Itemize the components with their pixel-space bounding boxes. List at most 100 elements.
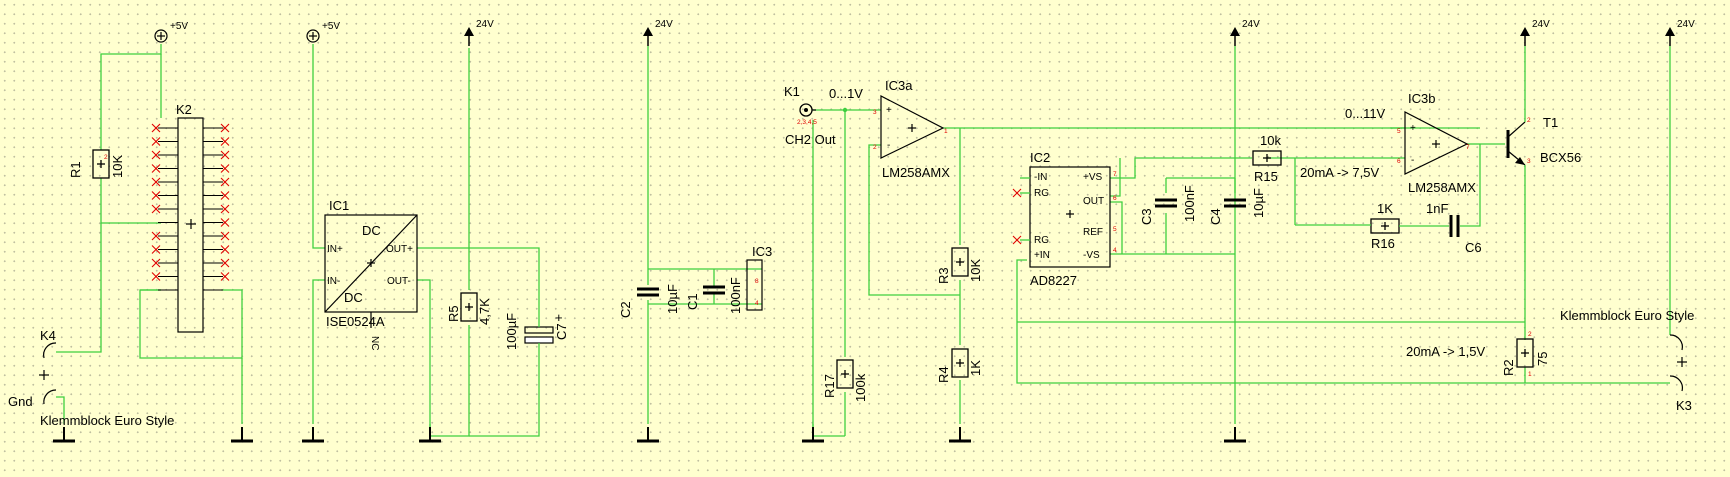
c6-name: C6 [1465, 240, 1482, 255]
ic1-pin-out-minus: OUT- [387, 276, 411, 287]
range-out-label: 0...11V [1345, 106, 1386, 121]
k3-type-label: Klemmblock Euro Style [1560, 308, 1694, 323]
ic1-pin-out-plus: OUT+ [386, 244, 413, 255]
c1-name: C1 [685, 293, 700, 310]
ic1-part: ISE0524A [326, 314, 385, 329]
plus5v-label-1: +5V [170, 21, 188, 32]
r3-value: 10K [968, 259, 983, 282]
r17-name: R17 [822, 374, 837, 398]
svg-text:7: 7 [1113, 171, 1117, 178]
k2-nc-cross [220, 137, 230, 146]
svg-text:6: 6 [1397, 158, 1401, 165]
r1-value: 10K [110, 155, 125, 178]
resistor-r16: 1K R16 [1370, 201, 1400, 251]
resistor-r3: R3 10K [936, 247, 983, 284]
svg-text:8: 8 [755, 278, 759, 285]
k2-nc-cross [151, 231, 161, 241]
current-lo-label: 20mA -> 1,5V [1406, 344, 1485, 359]
ground-ic1 [300, 425, 326, 443]
capacitor-c6: 1nF C6 [1426, 201, 1482, 255]
k2-nc-cross [220, 258, 230, 268]
ic3a-part: LM258AMX [882, 165, 950, 180]
ic1-wiring [312, 44, 540, 437]
r1-name: R1 [68, 161, 83, 178]
k2-nc-cross [151, 150, 161, 160]
k3-name: K3 [1676, 398, 1692, 413]
ic2-pin-out: OUT [1083, 196, 1104, 207]
c7-name: C7 [554, 323, 569, 340]
svg-text:5: 5 [1113, 226, 1117, 233]
v24-label-5: 24V [1677, 19, 1695, 30]
v24-label-4: 24V [1532, 19, 1550, 30]
r3-name: R3 [936, 267, 951, 284]
k2-nc-cross [220, 164, 230, 173]
k2-nc-cross [220, 272, 230, 281]
k4-name: K4 [40, 328, 56, 343]
power-5v-left: +5V [154, 21, 188, 43]
v24-label-1: 24V [476, 19, 494, 30]
resistor-r5: R5 4,7K [446, 292, 492, 325]
ic2-name: IC2 [1030, 150, 1050, 165]
resistor-r15: 10k R15 [1252, 133, 1282, 184]
ic2-pin-ref: REF [1083, 227, 1103, 238]
svg-text:-: - [887, 140, 890, 151]
ground-k4 [51, 425, 77, 443]
k2-nc-cross [151, 191, 161, 200]
svg-text:+: + [555, 310, 563, 325]
r2-value: 75 [1535, 352, 1550, 366]
r4-value: 1K [968, 360, 983, 376]
t1-name: T1 [1543, 115, 1558, 130]
ic2-in-amp: IC2 AD8227 -IN RG RG +IN +VS OUT REF -VS… [1012, 150, 1117, 288]
ground-r4 [947, 425, 973, 443]
capacitor-c4: C4 10µF [1208, 188, 1266, 225]
r15-name: R15 [1254, 169, 1278, 184]
connector-k4: K4 Gnd Klemmblock Euro Style [8, 328, 174, 428]
v24-label-2: 24V [655, 19, 673, 30]
capacitor-c3: C3 100nF [1139, 185, 1197, 225]
c3-value: 100nF [1182, 185, 1197, 222]
k2-nc-cross [151, 245, 161, 254]
ic1-dc-top: DC [362, 223, 381, 238]
r2-name: R2 [1501, 359, 1516, 376]
k2-nc-cross [151, 164, 161, 173]
ic2-pin-rg-2: RG [1034, 235, 1049, 246]
c1-c2-wiring [647, 46, 762, 424]
k4-r1-wiring [56, 44, 243, 424]
k2-nc-cross [151, 123, 161, 133]
r5-name: R5 [446, 305, 461, 322]
k2-name: K2 [176, 102, 192, 117]
k2-nc-cross [220, 150, 230, 160]
ic1-dcdc: DC DC IN+ IN- OUT+ OUT- IC1 ISE0524A NC [324, 198, 418, 350]
opamp-ic3a: + - 3 2 1 IC3a LM258AMX [873, 78, 950, 180]
k2-nc-cross [220, 231, 230, 241]
c6-value: 1nF [1426, 201, 1448, 216]
ic3b-part: LM258AMX [1408, 180, 1476, 195]
k2-nc-cross [220, 191, 230, 200]
connector-k3: Klemmblock Euro Style K3 [1560, 308, 1694, 413]
svg-text:6: 6 [1113, 195, 1117, 202]
v24-label-3: 24V [1242, 19, 1260, 30]
r16-name: R16 [1371, 236, 1395, 251]
c4-value: 10µF [1251, 188, 1266, 218]
svg-text:4: 4 [755, 300, 759, 307]
current-hi-label: 20mA -> 7,5V [1300, 165, 1379, 180]
power-24v-3: 24V [1229, 19, 1260, 47]
k2-nc-cross [151, 258, 161, 268]
ic3a-name: IC3a [885, 78, 913, 93]
ic1-dc-bottom: DC [344, 290, 363, 305]
k2-nc-cross [220, 123, 230, 133]
svg-text:4: 4 [1113, 247, 1117, 254]
k4-gnd-label: Gnd [8, 394, 33, 409]
ic1-pin-in-minus: IN- [327, 276, 340, 287]
resistor-r4: R4 1K [936, 348, 983, 383]
ic2-pin-rg-1: RG [1034, 188, 1049, 199]
connector-k2: K2 [151, 102, 230, 333]
svg-text:+: + [886, 105, 892, 116]
k2-nc-cross [151, 272, 161, 281]
k1-ic3a-wiring [812, 109, 1480, 437]
ground-c7 [417, 425, 443, 443]
ic2-pin-plus-vs: +VS [1083, 172, 1103, 183]
k2-nc-cross [220, 218, 230, 227]
t1-part: BCX56 [1540, 150, 1581, 165]
k2-nc-cross [220, 204, 230, 214]
